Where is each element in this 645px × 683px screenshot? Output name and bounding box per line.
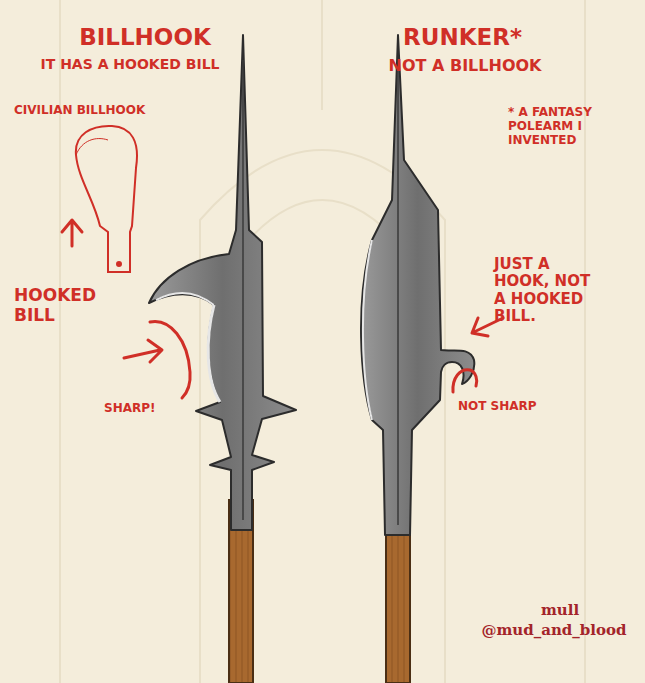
runker-polearm [361, 35, 474, 683]
signature: mull [520, 602, 600, 619]
part-name: CIVILIAN BILLHOOK [14, 104, 224, 118]
note: NOT SHARP [458, 400, 568, 414]
heading: RUNKER* [395, 24, 530, 50]
footnote: * A FANTASY POLEARM I INVENTED [508, 106, 604, 147]
note: SHARP! [104, 402, 174, 416]
background-arch [60, 0, 585, 683]
part-name: HOOKED BILL [14, 286, 110, 325]
civilian-billhook-sketch [76, 126, 137, 272]
note: JUST A HOOK, NOT A HOOKED BILL. [494, 256, 606, 325]
subheading: IT HAS A HOOKED BILL [18, 56, 242, 72]
heading: BILLHOOK [60, 24, 230, 50]
billhook-polearm [149, 35, 296, 683]
signature: @mud_and_blood [470, 622, 638, 639]
annotation-arrows [62, 220, 503, 398]
subheading: NOT A BILLHOOK [350, 57, 580, 75]
